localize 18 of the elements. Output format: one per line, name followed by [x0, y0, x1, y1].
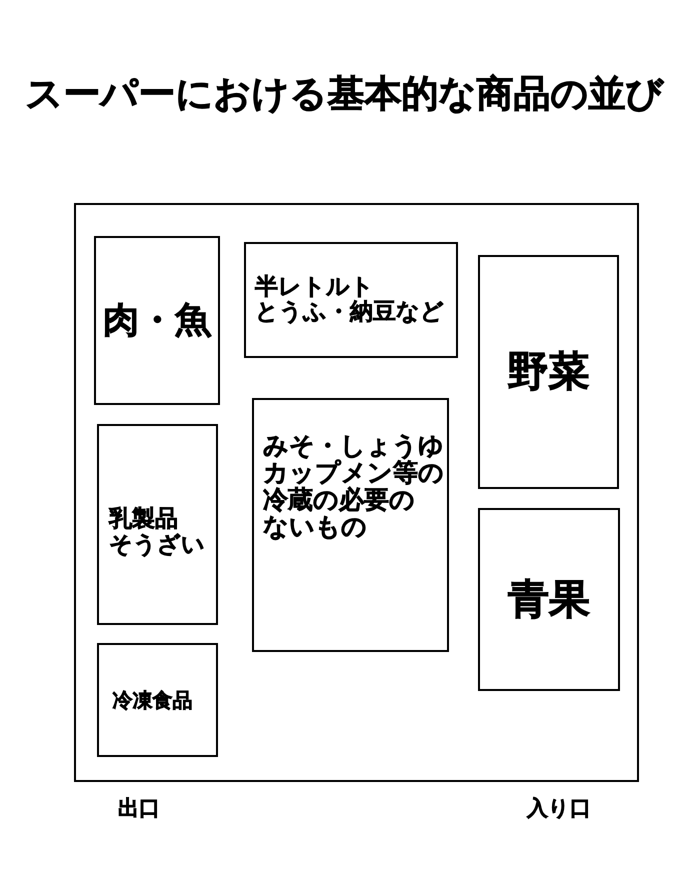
diagram-title: スーパーにおける基本的な商品の並び: [26, 72, 664, 116]
section-box: [94, 236, 220, 405]
section-box: [97, 424, 218, 625]
section-label: 野菜: [508, 347, 590, 397]
section-label: 冷凍食品: [112, 688, 192, 712]
section-box: [252, 398, 449, 652]
section-label: 青果: [508, 574, 590, 624]
location-label: 入り口: [527, 796, 591, 822]
section-box: [478, 255, 619, 489]
section-label: 乳製品そうざい: [109, 507, 205, 558]
section-box: [244, 242, 458, 358]
section-label: 肉・魚: [103, 298, 211, 342]
section-box: [97, 643, 218, 757]
location-label: 出口: [118, 796, 160, 822]
store-floor-outline: [74, 203, 639, 782]
section-label: 半レトルトとうふ・納豆など: [255, 274, 444, 326]
section-box: [478, 508, 620, 691]
section-label: みそ・しょうゆカップメン等の冷蔵の必要のないもの: [263, 432, 444, 540]
